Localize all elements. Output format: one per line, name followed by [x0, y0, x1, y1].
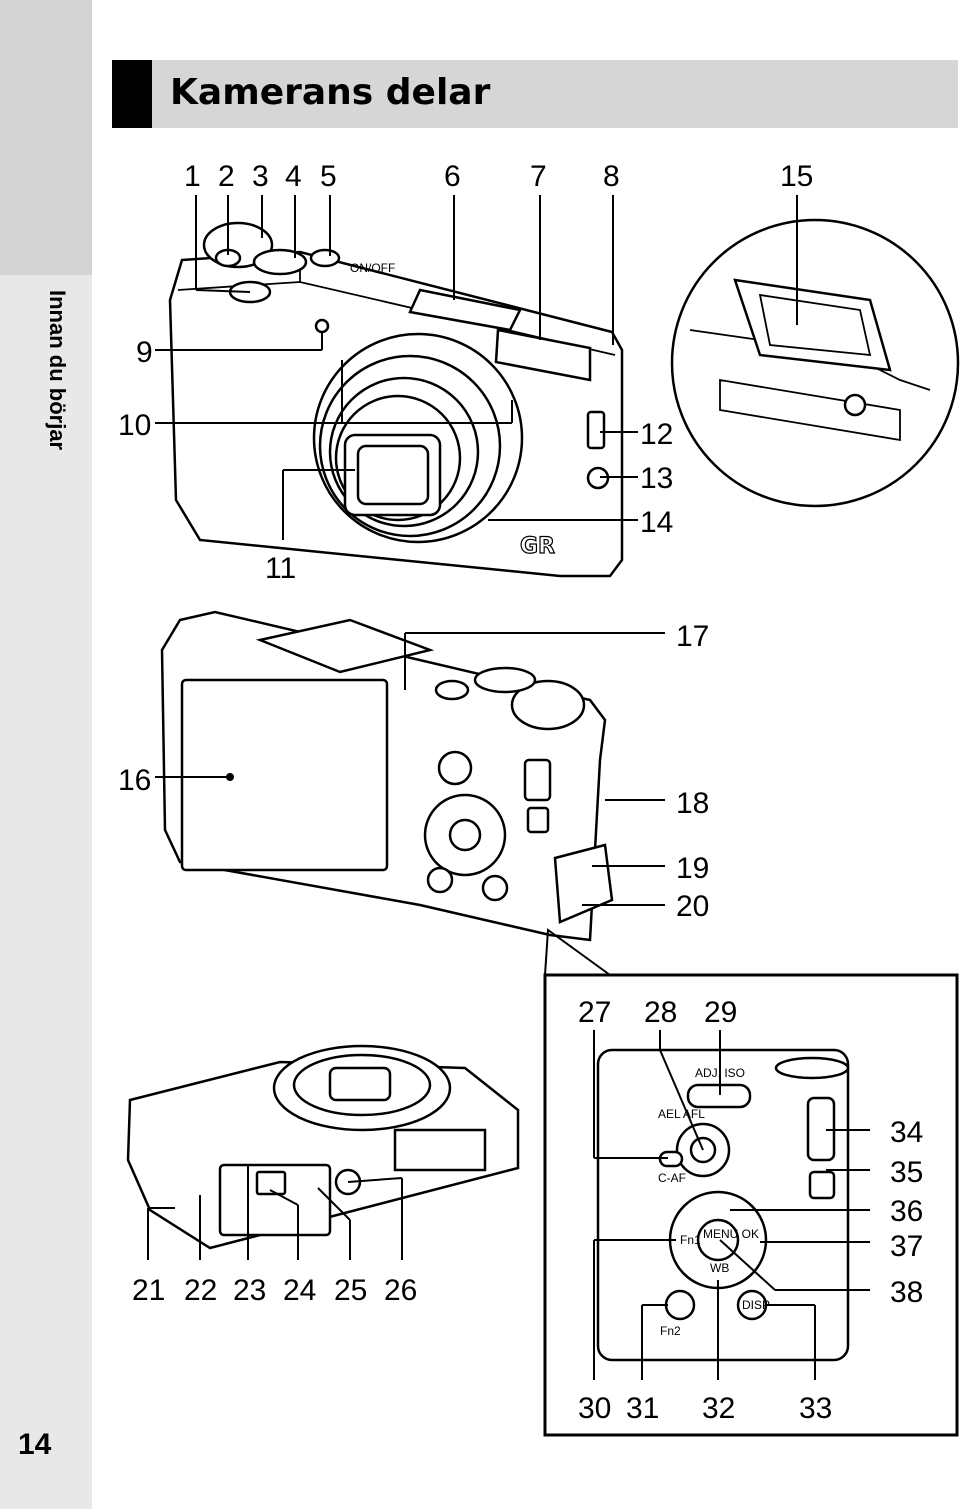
sidebar: Innan du börjar 14	[0, 0, 92, 1509]
flash-detail-inset	[670, 195, 960, 508]
page-title: Kamerans delar	[170, 72, 491, 113]
callout-6: 6	[444, 160, 461, 193]
callout-37: 37	[890, 1230, 923, 1263]
callout-34: 34	[890, 1116, 923, 1149]
callout-30: 30	[578, 1392, 611, 1425]
title-marker	[112, 60, 152, 128]
callout-17: 17	[676, 620, 709, 653]
callout-21: 21	[132, 1274, 165, 1307]
callout-18: 18	[676, 787, 709, 820]
callout-2: 2	[218, 160, 235, 193]
fn1-label: Fn1	[680, 1233, 701, 1247]
callout-9: 9	[136, 336, 153, 369]
callout-13: 13	[640, 462, 673, 495]
gr-brand-logo: GR	[520, 534, 555, 559]
callout-23: 23	[233, 1274, 266, 1307]
callout-numbers: 1 2 3 4 5 6 7 8 9 10 11 12 13 14 15 16 1…	[118, 160, 923, 1425]
callout-1: 1	[184, 160, 201, 193]
camera-bottom-view	[126, 1044, 520, 1260]
callout-25: 25	[334, 1274, 367, 1307]
callout-20: 20	[676, 890, 709, 923]
controls-detail-box: ADJ. ISO AEL AFL C-AF MENU OK Fn1 WB Fn2…	[543, 928, 959, 1437]
callout-28: 28	[644, 996, 677, 1029]
callout-8: 8	[603, 160, 620, 193]
callout-33: 33	[799, 1392, 832, 1425]
callout-10: 10	[118, 409, 151, 442]
camera-front-view: ON/OFF GR	[168, 221, 624, 578]
wb-label: WB	[710, 1261, 729, 1275]
callout-5: 5	[320, 160, 337, 193]
on-off-label: ON/OFF	[350, 261, 395, 275]
callout-4: 4	[285, 160, 302, 193]
callout-24: 24	[283, 1274, 316, 1307]
callout-15: 15	[780, 160, 813, 193]
fn2-label: Fn2	[660, 1324, 681, 1338]
sidebar-label: Innan du börjar	[45, 290, 70, 451]
menu-ok-label: MENU OK	[703, 1227, 759, 1241]
callout-22: 22	[184, 1274, 217, 1307]
ael-afl-label: AEL AFL	[658, 1107, 705, 1121]
callout-3: 3	[252, 160, 269, 193]
callout-36: 36	[890, 1195, 923, 1228]
callout-7: 7	[530, 160, 547, 193]
callout-12: 12	[640, 418, 673, 451]
c-af-label: C-AF	[658, 1171, 686, 1185]
callout-26: 26	[384, 1274, 417, 1307]
callout-11: 11	[265, 552, 296, 585]
callout-38: 38	[890, 1276, 923, 1309]
front-callout-lines	[155, 195, 638, 540]
camera-back-view	[155, 610, 665, 942]
callout-16: 16	[118, 764, 151, 797]
sidebar-tab	[0, 0, 92, 275]
callout-27: 27	[578, 996, 611, 1029]
callout-31: 31	[626, 1392, 659, 1425]
page-number: 14	[18, 1428, 52, 1461]
callout-29: 29	[704, 996, 737, 1029]
disp-label: DISP	[742, 1298, 770, 1312]
callout-32: 32	[702, 1392, 735, 1425]
callout-14: 14	[640, 506, 673, 539]
title-bar	[112, 60, 958, 128]
callout-35: 35	[890, 1156, 923, 1189]
callout-19: 19	[676, 852, 709, 885]
